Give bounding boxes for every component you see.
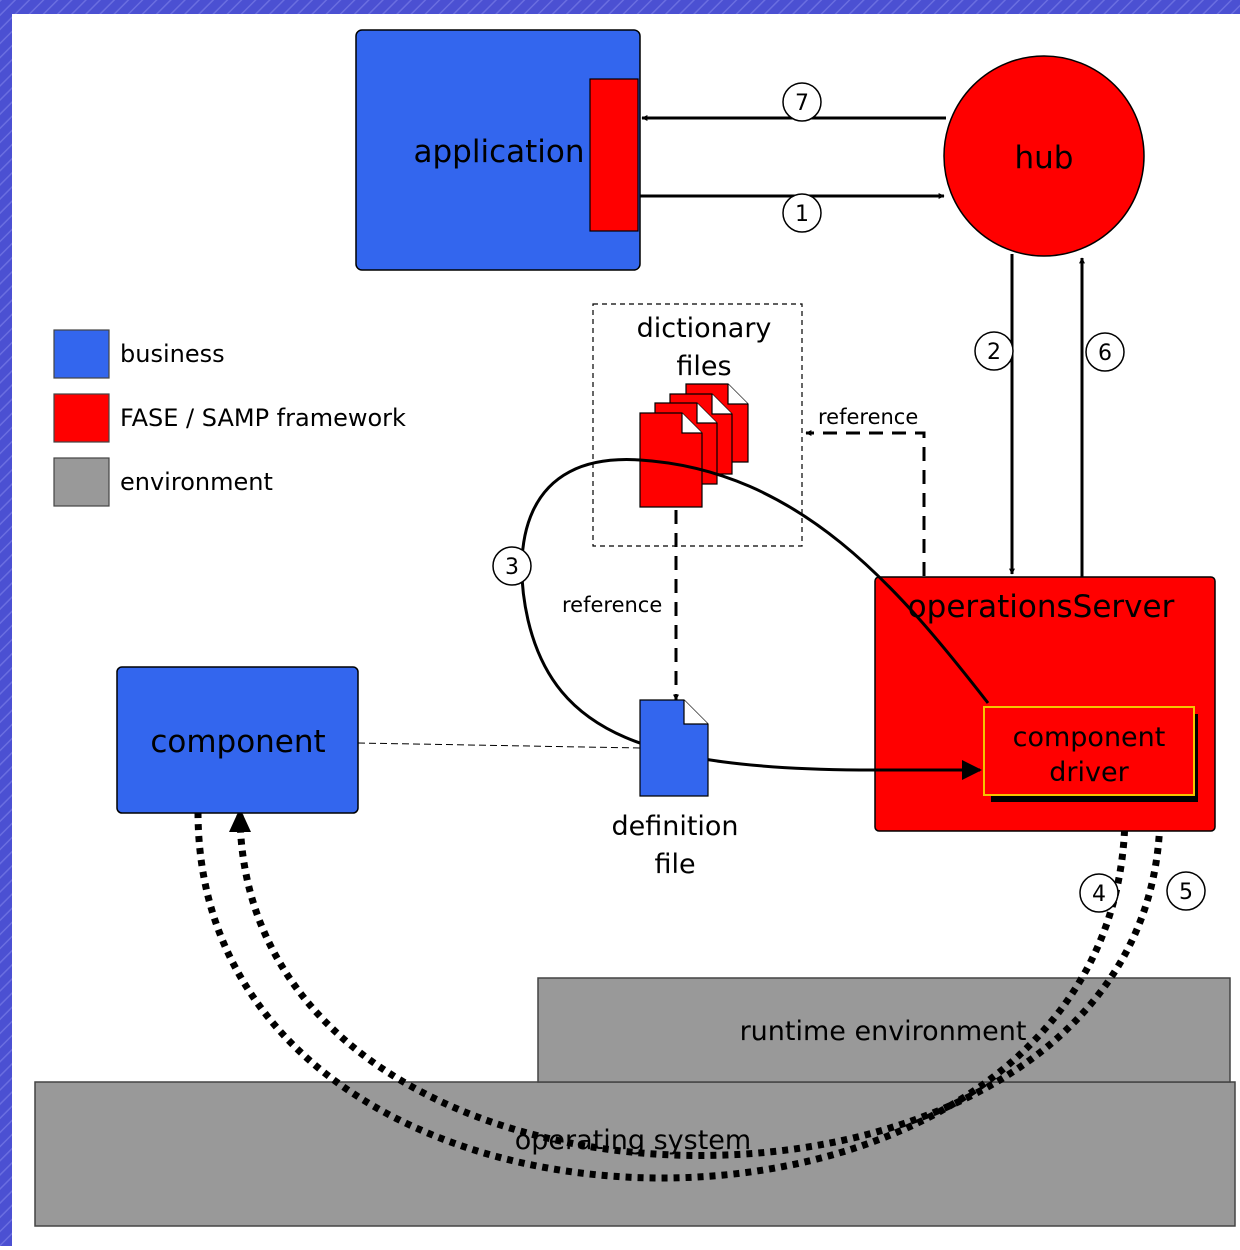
os-return-arrowhead [229, 808, 251, 832]
dictionary-files-label-line1: dictionary [637, 313, 772, 344]
step-badge-7: 7 [782, 82, 822, 122]
step-badge-4: 4 [1079, 873, 1119, 913]
reference-label-dictionary: reference [818, 405, 918, 429]
reference-label-definition: reference [562, 593, 662, 617]
component-driver-label-line1: component [1013, 722, 1166, 753]
definition-file-label-line1: definition [611, 811, 738, 842]
svg-text:3: 3 [505, 555, 519, 580]
definition-file-icon [639, 699, 709, 797]
application-label: application [414, 134, 585, 170]
application-box [355, 29, 641, 271]
hub-label: hub [1015, 140, 1074, 176]
svg-text:1: 1 [795, 202, 809, 227]
component-driver-label-line2: driver [1049, 757, 1129, 788]
component-definition-link [357, 742, 641, 749]
legend-swatch-environment [53, 457, 110, 507]
application-samp-connector [589, 78, 639, 232]
step-badge-3: 3 [492, 546, 532, 586]
operating-system-box [34, 1081, 1236, 1227]
definition-file-label-line2: file [654, 849, 695, 880]
runtime-environment-label: runtime environment [740, 1016, 1027, 1047]
step-badge-1: 1 [782, 193, 822, 233]
svg-text:6: 6 [1098, 341, 1112, 366]
component-label: component [150, 724, 325, 760]
reference-arrow-to-dictionary [805, 430, 926, 576]
step-badge-5: 5 [1166, 871, 1206, 911]
legend-swatch-framework [53, 393, 110, 443]
legend-label-environment: environment [120, 468, 273, 496]
svg-text:7: 7 [795, 91, 809, 116]
legend-swatch-business [53, 329, 110, 379]
component-box [116, 666, 359, 814]
dictionary-files-label-line2: files [676, 351, 731, 382]
component-driver-box [983, 706, 1195, 796]
svg-text:5: 5 [1179, 880, 1193, 905]
step-badge-2: 2 [974, 331, 1014, 371]
os-return-path-5 [236, 811, 1164, 1159]
legend-label-business: business [120, 340, 225, 368]
svg-text:4: 4 [1092, 882, 1106, 907]
runtime-environment-box [537, 977, 1231, 1083]
hub-node [943, 55, 1145, 257]
operations-server-label: operationsServer [908, 589, 1175, 625]
svg-text:2: 2 [987, 340, 1001, 365]
legend-label-framework: FASE / SAMP framework [120, 404, 406, 432]
operating-system-label: operating system [515, 1125, 751, 1156]
step-badge-6: 6 [1085, 332, 1125, 372]
os-call-path-4 [194, 811, 1129, 1182]
